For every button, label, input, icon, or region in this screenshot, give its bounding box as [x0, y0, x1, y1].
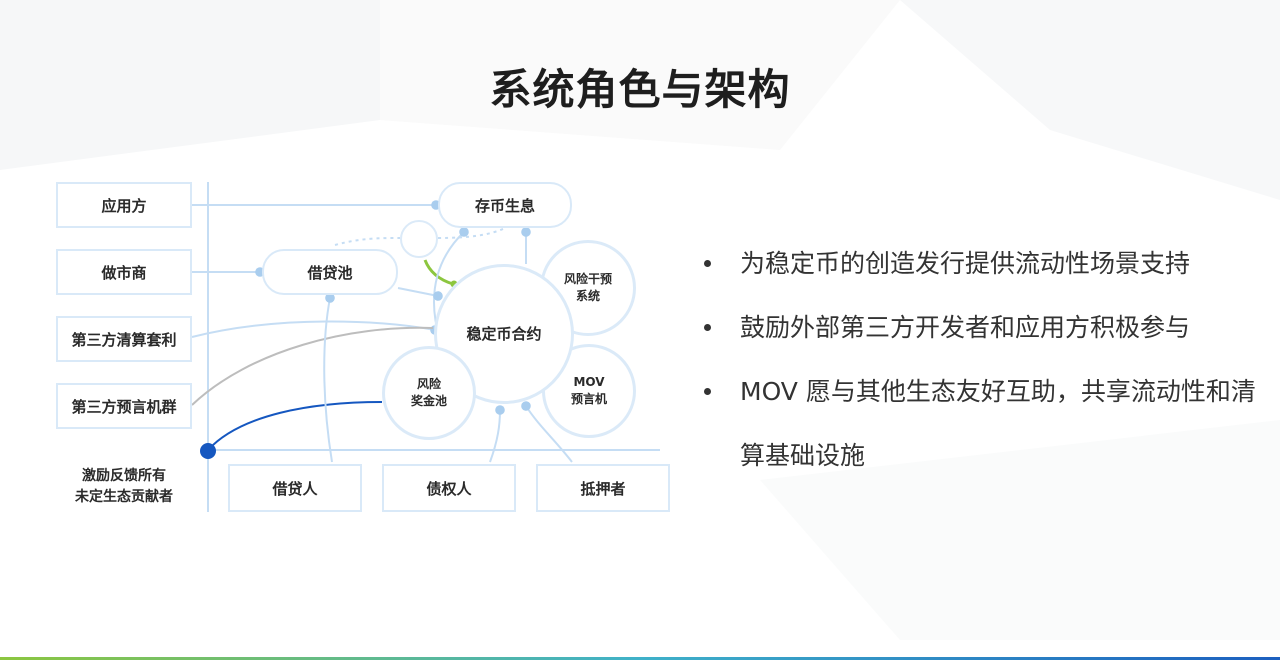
connector-borrower-lending — [323, 293, 335, 463]
bullet-dot-icon — [704, 388, 711, 395]
pill-deposit-interest: 存币生息 — [438, 182, 572, 228]
footer-gradient-bar — [0, 657, 1280, 660]
circle-risk-fund: 风险 奖金池 — [382, 346, 476, 440]
diagram-connectors — [191, 182, 660, 512]
pill-lending-pool: 借贷池 — [262, 249, 398, 295]
bullet-item: 为稳定币的创造发行提供流动性场景支持 — [700, 232, 1260, 296]
circle-connector-node — [400, 220, 438, 258]
incentive-dot — [200, 443, 216, 459]
connector-incentive-fund — [207, 401, 383, 451]
box-liquidation: 第三方清算套利 — [56, 316, 192, 362]
box-creditor: 债权人 — [382, 464, 516, 512]
bullet-item: 鼓励外部第三方开发者和应用方积极参与 — [700, 296, 1260, 360]
box-borrower: 借贷人 — [228, 464, 362, 512]
connector-small-main — [423, 259, 454, 286]
box-application: 应用方 — [56, 182, 192, 228]
box-oracle-group: 第三方预言机群 — [56, 383, 192, 429]
architecture-diagram: 应用方 做市商 第三方清算套利 第三方预言机群 激励反馈所有 未定生态贡献者 借… — [50, 170, 680, 520]
connector-small-deposit — [437, 227, 506, 239]
page-title: 系统角色与架构 — [489, 65, 791, 114]
connector-liquidation-main — [191, 320, 440, 338]
box-collateral-holder: 抵押者 — [536, 464, 670, 512]
box-market-maker: 做市商 — [56, 249, 192, 295]
incentive-label: 激励反馈所有 未定生态贡献者 — [75, 468, 173, 505]
connector-collateral-main — [521, 401, 573, 463]
connector-oracle-main — [191, 326, 434, 406]
connector-lending-small — [334, 237, 401, 246]
bullet-list: 为稳定币的创造发行提供流动性场景支持 鼓励外部第三方开发者和应用方积极参与 MO… — [700, 232, 1260, 488]
bullet-dot-icon — [704, 324, 711, 331]
connector-creditor-main — [489, 405, 505, 463]
bullet-item: MOV 愿与其他生态友好互助，共享流动性和清算基础设施 — [700, 360, 1260, 488]
bullet-dot-icon — [704, 260, 711, 267]
